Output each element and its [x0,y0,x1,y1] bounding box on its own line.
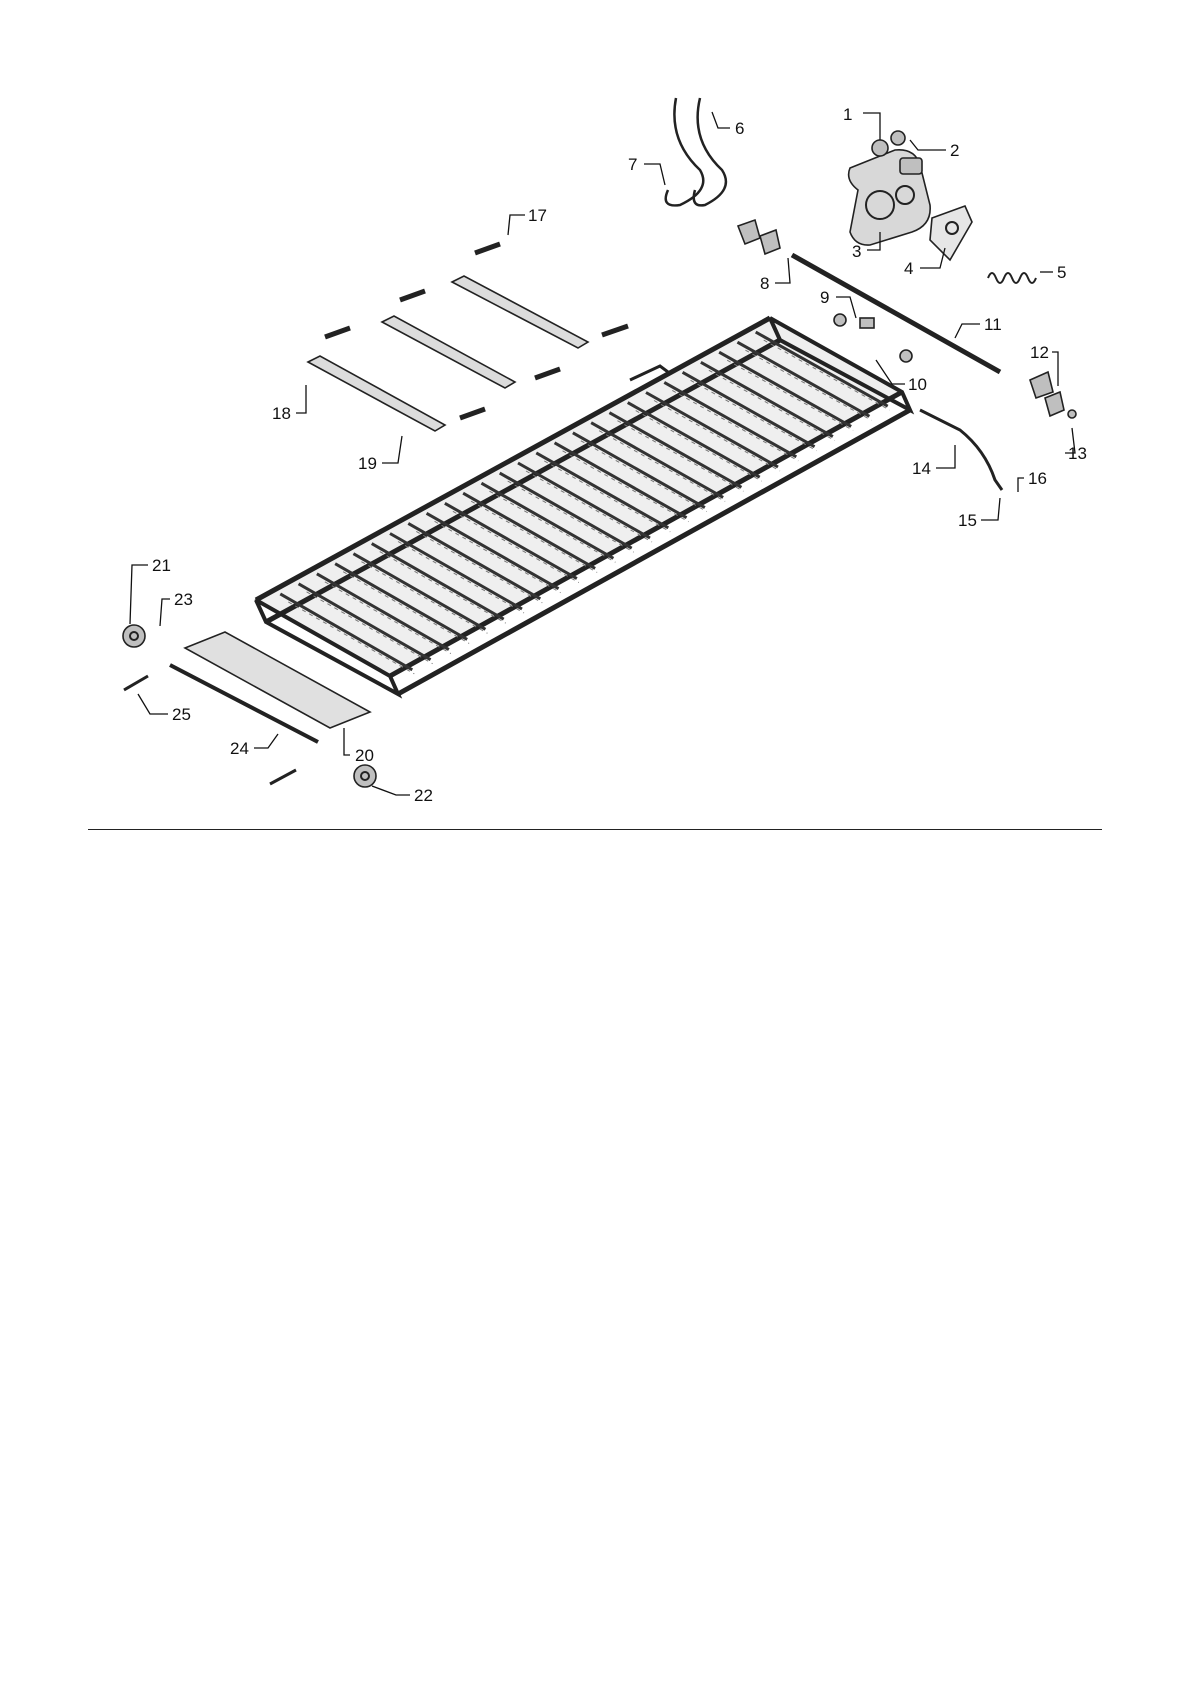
callout-16: 16 [1028,469,1047,488]
callout-23: 23 [174,590,193,609]
callout-4: 4 [904,259,913,278]
callout-10: 10 [908,375,927,394]
callout-8: 8 [760,274,769,293]
callout-22: 22 [414,786,433,805]
callout-6: 6 [735,119,744,138]
callout-25: 25 [172,705,191,724]
left-bearing-flange [738,220,780,254]
callout-15: 15 [958,511,977,530]
callout-20: 20 [355,746,374,765]
right-bearing-flange [1030,372,1076,418]
callout-21: 21 [152,556,171,575]
cross-members [308,276,588,431]
callout-18: 18 [272,404,291,423]
callout-11: 11 [984,315,1002,334]
callout-9: 9 [820,288,829,307]
callout-1: 1 [843,105,852,124]
callout-7: 7 [628,155,637,174]
callout-2: 2 [950,141,959,160]
callout-24: 24 [230,739,249,758]
callout-14: 14 [912,459,931,478]
callout-17: 17 [528,206,547,225]
chains [666,98,726,205]
bent-rod [920,410,1002,490]
collar-parts [834,314,912,362]
callout-19: 19 [358,454,377,473]
pulley-right [354,765,376,787]
horizontal-rule [88,829,1102,830]
exploded-parts-diagram: 1 2 3 4 5 6 7 8 9 10 11 12 13 14 15 16 1… [0,0,1191,860]
callout-3: 3 [852,242,861,261]
callout-12: 12 [1030,343,1049,362]
callout-13: 13 [1068,444,1087,463]
motor-plate [930,206,972,260]
pulley-left [123,625,145,647]
callout-5: 5 [1057,263,1066,282]
spring [988,273,1036,283]
gearbox-housing [849,150,931,245]
